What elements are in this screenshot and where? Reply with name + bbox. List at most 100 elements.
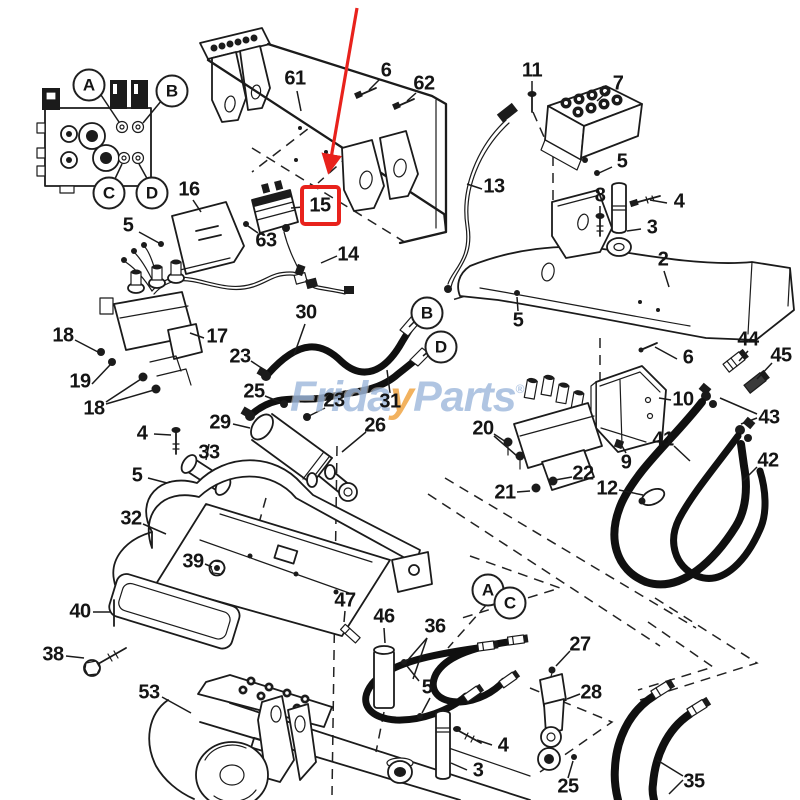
part-label-15: 15: [309, 194, 331, 217]
callout-circle-D: D: [135, 176, 169, 210]
part-label-2: 2: [657, 248, 669, 271]
part-label-10: 10: [672, 388, 694, 411]
part-label-8: 8: [594, 184, 606, 207]
part-label-4: 4: [673, 190, 685, 213]
part-label-19: 19: [69, 370, 91, 393]
part-label-18: 18: [83, 397, 105, 420]
callout-circle-D: D: [424, 330, 458, 364]
part-label-20: 20: [472, 417, 494, 440]
part-label-38: 38: [42, 643, 64, 666]
part-label-4: 4: [497, 734, 509, 757]
fittings-43-44-45: [698, 348, 770, 442]
watermark-accent-y: y: [390, 373, 414, 421]
watermark-text-suffix: Parts: [413, 373, 517, 421]
frame-32: [108, 459, 433, 650]
part-label-27: 27: [569, 633, 591, 656]
part-label-46: 46: [373, 605, 395, 628]
pin-46: [373, 645, 395, 709]
part-label-14: 14: [337, 243, 359, 266]
manifold-7: [527, 85, 643, 176]
cover-16: [158, 201, 245, 275]
part-label-16: 16: [178, 178, 200, 201]
part-label-12: 12: [596, 477, 618, 500]
frame-53: [148, 674, 531, 800]
valve-block-abcd: [36, 80, 152, 194]
part-label-26: 26: [364, 414, 386, 437]
part-label-17: 17: [206, 325, 228, 348]
hoses-35: [610, 678, 712, 800]
part-label-40: 40: [69, 600, 91, 623]
callout-circle-C: C: [92, 176, 126, 210]
callout-circle-C: C: [493, 586, 527, 620]
bolt-6-right: [638, 342, 658, 353]
part-label-33: 33: [198, 441, 220, 464]
crossmember-frame-2: [457, 189, 795, 341]
part-label-21: 21: [494, 481, 516, 504]
part-label-32: 32: [120, 507, 142, 530]
callout-circle-A: A: [72, 68, 106, 102]
hardware-bottom-center: [401, 659, 577, 780]
part-label-18: 18: [52, 324, 74, 347]
part-label-3: 3: [646, 216, 658, 239]
part-label-62: 62: [413, 72, 435, 95]
cable-tie-12: [638, 487, 666, 507]
part-label-22: 22: [572, 462, 594, 485]
watermark-text-prefix: Frida: [290, 373, 391, 421]
part-label-28: 28: [580, 681, 602, 704]
part-label-13: 13: [483, 175, 505, 198]
part-label-5: 5: [131, 464, 143, 487]
part-label-11: 11: [521, 59, 543, 82]
part-label-30: 30: [295, 301, 317, 324]
part-label-42: 42: [757, 449, 779, 472]
part-label-5: 5: [512, 309, 524, 332]
part-label-5: 5: [122, 214, 134, 237]
part-label-43: 43: [758, 406, 780, 429]
part-label-47: 47: [334, 589, 356, 612]
part-label-53: 53: [138, 681, 160, 704]
cylinder-29: [250, 413, 358, 502]
bolt-4-left: [167, 427, 181, 487]
part-label-29: 29: [209, 411, 231, 434]
part-label-6: 6: [380, 59, 392, 82]
cable-13: [444, 102, 518, 293]
part-label-41: 41: [652, 428, 674, 451]
part-label-36: 36: [424, 615, 446, 638]
hoses-36: [362, 634, 529, 724]
part-label-5: 5: [616, 150, 628, 173]
valve-assembly-17: [97, 259, 203, 394]
bolt-38: [83, 647, 127, 677]
part-label-3: 3: [472, 759, 484, 782]
callout-circle-B: B: [410, 296, 444, 330]
part-label-39: 39: [182, 550, 204, 573]
part-label-63: 63: [255, 229, 277, 252]
pin-3-top: [611, 182, 627, 234]
callout-circle-B: B: [155, 74, 189, 108]
solenoid-valve-15: [243, 180, 299, 234]
part-label-4: 4: [136, 422, 148, 445]
mounting-plate-61: [199, 27, 448, 245]
part-label-23: 23: [229, 345, 251, 368]
part-label-7: 7: [612, 72, 624, 95]
part-label-25: 25: [557, 775, 579, 798]
part-label-61: 61: [284, 67, 306, 90]
part-label-6: 6: [682, 346, 694, 369]
leader-lines: [65, 79, 773, 795]
part-label-9: 9: [620, 451, 632, 474]
part-label-35: 35: [683, 770, 705, 793]
part-label-31: 31: [379, 390, 401, 413]
part-label-23: 23: [323, 389, 345, 412]
link-28: [537, 666, 567, 771]
bolt-62: [392, 98, 415, 110]
pin-33: [180, 454, 232, 496]
part-label-25: 25: [243, 380, 265, 403]
part-label-45: 45: [770, 344, 792, 367]
hoses-41-42: [610, 398, 769, 589]
part-label-5: 5: [421, 676, 433, 699]
part-label-44: 44: [737, 328, 759, 351]
pin-47: [339, 623, 361, 644]
watermark-fridayparts: FridayParts®: [290, 373, 524, 422]
wire-harness-14: [121, 231, 354, 295]
registered-mark-icon: ®: [515, 382, 525, 396]
